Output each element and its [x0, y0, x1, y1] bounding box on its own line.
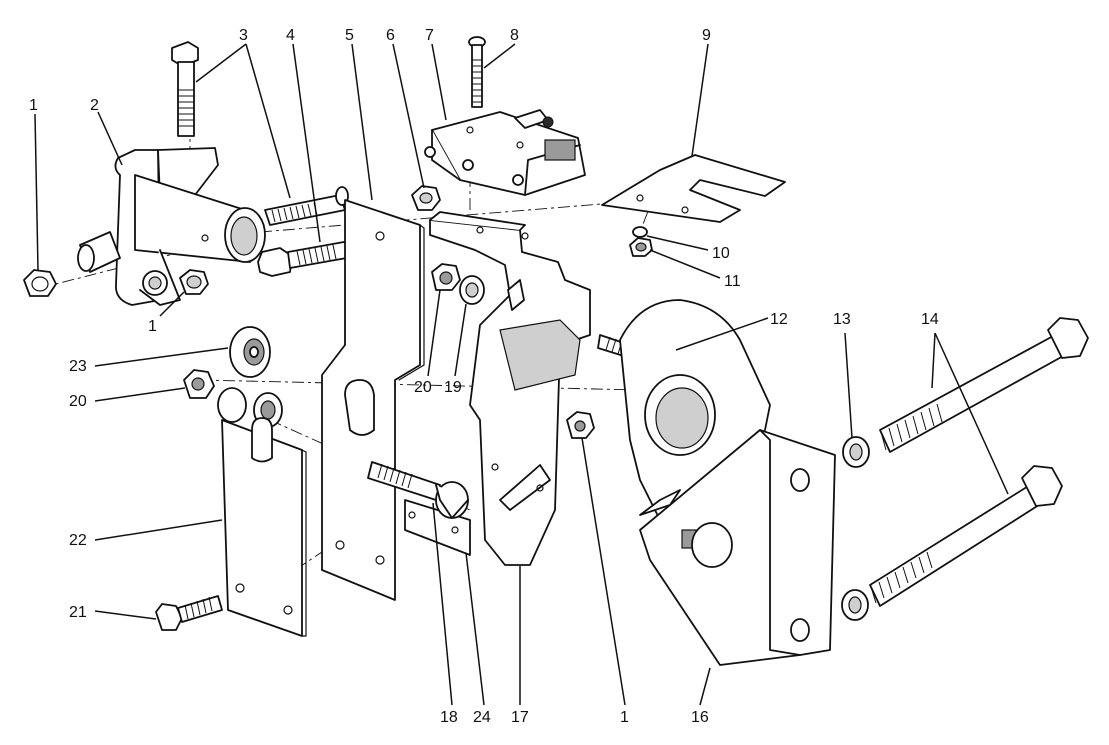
part-8-screw	[468, 36, 486, 108]
callout-3: 3	[239, 27, 248, 44]
part-1-nut-left	[23, 269, 57, 297]
part-13-washer-top	[842, 436, 870, 468]
callout-4: 4	[286, 27, 295, 44]
callout-20-mid: 20	[414, 379, 432, 396]
callout-22: 22	[69, 532, 87, 549]
callout-12: 12	[770, 311, 788, 328]
callout-14: 14	[921, 311, 939, 328]
callout-1-left: 1	[29, 97, 38, 114]
part-1-nut-under-bracket	[179, 269, 209, 295]
part-14-bolt-top	[879, 317, 1089, 453]
part-11-nut	[629, 237, 653, 257]
callout-23: 23	[69, 358, 87, 375]
callout-7: 7	[425, 27, 434, 44]
part-13-washer-bottom	[841, 589, 869, 621]
part-19-washer	[459, 275, 485, 305]
callout-8: 8	[510, 27, 519, 44]
part-22-plate	[217, 387, 307, 637]
part-16-mounting-bracket	[619, 299, 836, 666]
callout-21: 21	[69, 604, 87, 621]
part-4-bolt	[257, 239, 359, 277]
callout-9: 9	[702, 27, 711, 44]
part-14-bolt-bottom	[869, 465, 1063, 607]
callout-1-bottom: 1	[620, 709, 629, 726]
part-20-nut-mid	[431, 263, 461, 291]
callout-20-left: 20	[69, 393, 87, 410]
callout-16: 16	[691, 709, 709, 726]
callout-2: 2	[90, 97, 99, 114]
part-17-main-bracket	[429, 211, 591, 566]
part-9-plate	[601, 154, 786, 223]
callout-17: 17	[511, 709, 529, 726]
callout-10: 10	[712, 245, 730, 262]
callout-19: 19	[444, 379, 462, 396]
callout-24: 24	[473, 709, 491, 726]
callout-11: 11	[724, 273, 741, 290]
part-7-switch	[424, 109, 586, 196]
callout-13: 13	[833, 311, 851, 328]
part-10-lockwasher	[632, 226, 648, 238]
part-2-pivot-bracket	[77, 147, 266, 306]
part-5-plate	[321, 199, 425, 601]
part-23-bearing	[229, 326, 271, 378]
part-18-bolt	[367, 461, 469, 519]
part-1-nut-bottom	[566, 411, 595, 439]
part-6-nut	[411, 185, 441, 211]
part-20-nut-left	[183, 369, 215, 399]
part-21-bolt	[155, 595, 223, 631]
callout-5: 5	[345, 27, 354, 44]
callout-18: 18	[440, 709, 458, 726]
callout-6: 6	[386, 27, 395, 44]
leader-lines	[34, 43, 1009, 706]
callout-labels: 1 2 3 4 5 6 7 8 9 10 11 1 12 13 14 23 20…	[29, 27, 939, 726]
callout-1-mid: 1	[148, 318, 157, 335]
